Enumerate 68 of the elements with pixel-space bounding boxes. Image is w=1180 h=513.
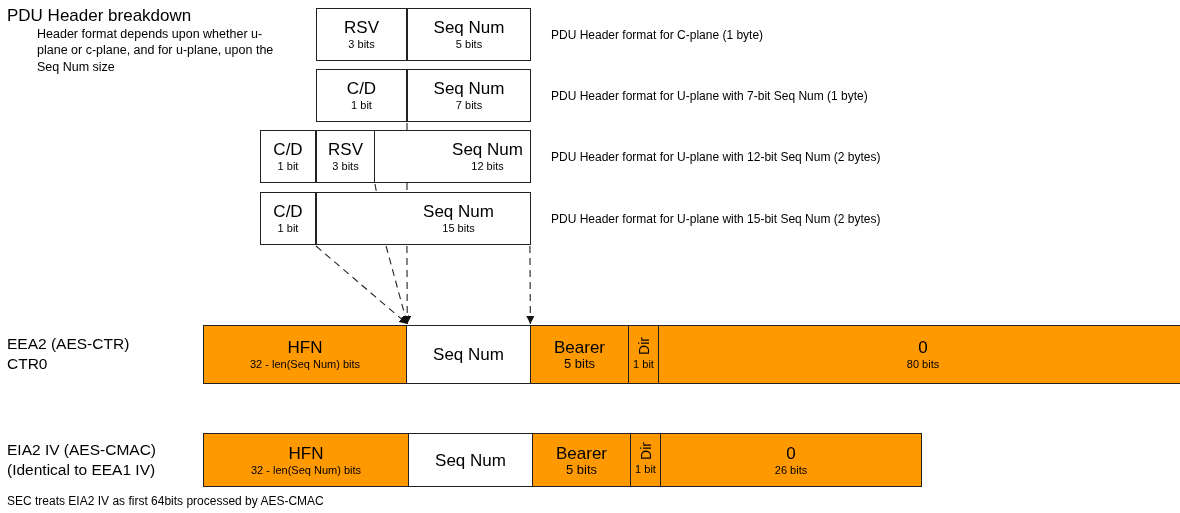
dashed-arrow [526, 245, 535, 325]
bit-count: 5 bits [565, 462, 598, 477]
bit-count: 80 bits [906, 357, 940, 371]
field-name: Seq Num [433, 18, 505, 37]
field-name: Seq Num [423, 202, 494, 221]
row-label: EIA2 IV (AES-CMAC) (Identical to EEA1 IV) [7, 440, 157, 481]
field-name: RSV [344, 18, 379, 37]
field-name: Dir [636, 336, 651, 355]
field-name: Bearer [554, 338, 605, 357]
bit-field [630, 433, 661, 487]
bit-count: 12 bits [471, 159, 504, 173]
field-name: RSV [328, 140, 363, 159]
bit-count: 3 bits [348, 37, 375, 51]
bit-count: 32 - len(Seq Num) bits [249, 357, 360, 371]
bit-count: 26 bits [774, 462, 808, 477]
bit-field [374, 130, 531, 183]
bit-count: 32 - len(Seq Num) bits [250, 462, 361, 477]
bit-count: 15 bits [442, 221, 475, 235]
field-name: Seq Num [452, 140, 523, 159]
field-name: C/D [346, 79, 377, 98]
bit-count: 3 bits [332, 159, 359, 173]
bit-field [260, 192, 316, 245]
field-name: Seq Num [433, 345, 504, 364]
bit-field [406, 325, 531, 384]
field-name: Seq Num [435, 450, 506, 470]
bit-field [660, 433, 922, 487]
row-label: EEA2 (AES-CTR) CTR0 [7, 334, 131, 375]
format-note: PDU Header format for U-plane with 7-bit Seq Num (1 byte) [551, 89, 869, 105]
bit-count: 5 bits [563, 357, 596, 371]
bit-field [530, 325, 629, 384]
field-name: Bearer [556, 443, 607, 463]
bit-field [532, 433, 631, 487]
field-name: 0 [786, 443, 796, 463]
field-name: HFN [287, 338, 323, 357]
bit-field [408, 433, 533, 487]
format-note: PDU Header format for U-plane with 15-bit Seq Num (2 bytes) [551, 212, 882, 228]
field-name: 0 [918, 338, 928, 357]
bit-count: 1 bit [277, 159, 299, 173]
bit-count: 5 bits [455, 37, 483, 51]
bit-field [316, 8, 407, 61]
bit-field [658, 325, 1180, 384]
bit-count: 1 bit [351, 98, 372, 112]
field-name: Seq Num [433, 79, 505, 98]
bit-count: 7 bits [455, 98, 483, 112]
bit-count: 1 bit [635, 462, 656, 476]
field-name: C/D [273, 202, 303, 221]
dashed-arrow [385, 245, 409, 325]
dashed-arrow [403, 245, 412, 325]
bit-field [628, 325, 659, 384]
bit-field [260, 130, 316, 183]
bit-field [203, 433, 409, 487]
bit-field [407, 8, 531, 61]
dashed-arrow [315, 245, 408, 325]
field-name: C/D [273, 140, 303, 159]
bit-field [316, 130, 375, 183]
bit-field [407, 69, 531, 122]
format-note: PDU Header format for U-plane with 12-bit Seq Num (2 bytes) [551, 150, 882, 166]
bit-field [316, 192, 531, 245]
field-name: HFN [288, 443, 324, 463]
description-text: Header format depends upon whether u-plane or c-plane, and for u-plane, upon the Seq Num size [37, 26, 275, 75]
field-name: Dir [638, 442, 653, 460]
bit-field [203, 325, 407, 384]
diagram-title: PDU Header breakdown [7, 6, 192, 26]
format-note: PDU Header format for C-plane (1 byte) [551, 28, 765, 44]
bit-count: 1 bit [633, 356, 654, 371]
bit-field [316, 69, 407, 122]
bit-count: 1 bit [277, 221, 299, 235]
footnote: SEC treats EIA2 IV as first 64bits processed by AES-CMAC [7, 494, 325, 510]
